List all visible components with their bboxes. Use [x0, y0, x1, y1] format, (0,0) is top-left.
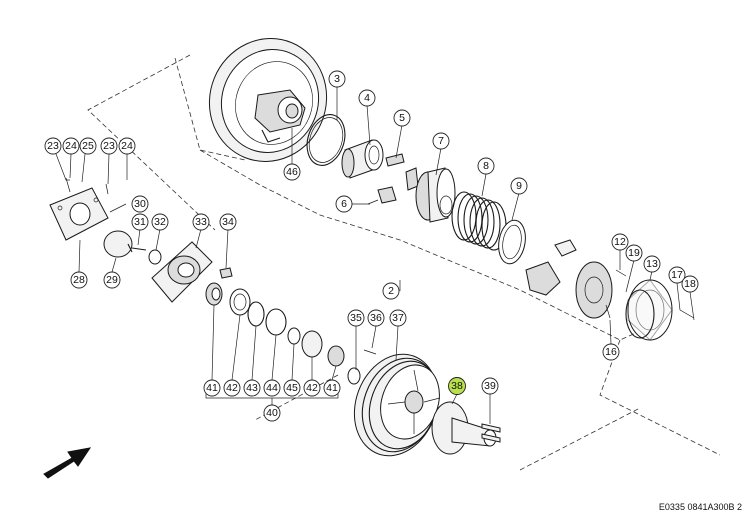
callout-46: 46: [283, 163, 301, 181]
svg-text:34: 34: [222, 216, 234, 228]
callout-37: 37: [389, 309, 407, 327]
callout-36: 36: [367, 309, 385, 327]
cam-collar-part-7: [415, 167, 456, 223]
callout-6: 6: [335, 195, 353, 213]
leader-lines: [55, 87, 695, 424]
svg-text:23: 23: [47, 140, 59, 152]
svg-text:6: 6: [341, 198, 347, 210]
svg-text:35: 35: [350, 312, 362, 324]
svg-text:43: 43: [246, 382, 258, 394]
callout-34: 34: [219, 213, 237, 231]
callout-28: 28: [70, 271, 88, 289]
bracket-plate-part-28: [49, 187, 109, 241]
callout-7: 7: [432, 132, 450, 150]
svg-text:7: 7: [438, 135, 444, 147]
flange-part-13: [575, 261, 673, 341]
drum-pulley: [208, 38, 328, 162]
callout-8: 8: [477, 157, 495, 175]
callout-31: 31: [131, 213, 149, 231]
svg-text:24: 24: [65, 140, 77, 152]
grooved-pulley-part-37: [353, 353, 441, 457]
callout-9: 9: [510, 177, 528, 195]
svg-text:17: 17: [671, 269, 683, 281]
callout-16: 16: [602, 343, 620, 361]
callout-44: 44: [263, 379, 281, 397]
svg-text:46: 46: [286, 166, 298, 178]
svg-text:12: 12: [614, 236, 626, 248]
callout-24-left: 24: [62, 137, 80, 155]
callout-42-right: 42: [303, 379, 321, 397]
svg-text:38: 38: [451, 380, 463, 392]
callout-19: 19: [625, 244, 643, 262]
shaft-parts-group-40: [205, 282, 361, 385]
callout-43: 43: [243, 379, 261, 397]
direction-arrow: [43, 447, 92, 479]
callout-3: 3: [328, 70, 346, 88]
callout-23-right: 23: [100, 137, 118, 155]
svg-text:37: 37: [392, 312, 404, 324]
callout-45: 45: [283, 379, 301, 397]
callout-32: 32: [151, 213, 169, 231]
callout-5: 5: [393, 109, 411, 127]
svg-text:18: 18: [684, 278, 696, 290]
svg-text:13: 13: [646, 258, 658, 270]
svg-text:9: 9: [516, 180, 522, 192]
svg-text:25: 25: [82, 140, 94, 152]
spring-part-8: [451, 191, 507, 251]
callout-41-right: 41: [323, 379, 341, 397]
svg-text:5: 5: [399, 112, 405, 124]
svg-text:29: 29: [106, 274, 118, 286]
callout-4: 4: [358, 89, 376, 107]
callout-25: 25: [79, 137, 97, 155]
callout-33: 33: [192, 213, 210, 231]
svg-text:42: 42: [306, 382, 318, 394]
svg-text:31: 31: [134, 216, 146, 228]
svg-text:28: 28: [73, 274, 85, 286]
svg-text:19: 19: [628, 247, 640, 259]
callout-2: 2: [382, 282, 400, 300]
svg-text:40: 40: [266, 407, 278, 419]
svg-text:39: 39: [484, 380, 496, 392]
svg-text:16: 16: [605, 346, 617, 358]
hub-shaft-part-38: [431, 401, 497, 455]
callout-30: 30: [131, 195, 149, 213]
svg-text:44: 44: [266, 382, 278, 394]
svg-text:36: 36: [370, 312, 382, 324]
svg-text:4: 4: [364, 92, 370, 104]
svg-text:41: 41: [206, 382, 218, 394]
svg-text:30: 30: [134, 198, 146, 210]
callout-42-left: 42: [223, 379, 241, 397]
svg-text:33: 33: [195, 216, 207, 228]
bearing-housing-part-33: [151, 241, 213, 303]
svg-text:23: 23: [103, 140, 115, 152]
callout-40: 40: [263, 404, 281, 422]
diagram-reference-code: E0335 0841A300B 2: [658, 502, 742, 512]
svg-text:3: 3: [334, 73, 340, 85]
callout-18: 18: [681, 275, 699, 293]
svg-text:24: 24: [121, 140, 133, 152]
callout-12: 12: [611, 233, 629, 251]
svg-text:8: 8: [483, 160, 489, 172]
sleeve-part-4: [341, 139, 384, 179]
callout-38-highlighted: 38: [448, 377, 466, 395]
svg-text:45: 45: [286, 382, 298, 394]
svg-text:41: 41: [326, 382, 338, 394]
callout-24-right: 24: [118, 137, 136, 155]
callout-35: 35: [347, 309, 365, 327]
callout-17: 17: [668, 266, 686, 284]
callout-29: 29: [103, 271, 121, 289]
callout-23-left: 23: [44, 137, 62, 155]
callout-13: 13: [643, 255, 661, 273]
callout-41-left: 41: [203, 379, 221, 397]
svg-text:32: 32: [154, 216, 166, 228]
callout-39: 39: [481, 377, 499, 395]
svg-text:2: 2: [388, 285, 394, 297]
svg-text:42: 42: [226, 382, 238, 394]
